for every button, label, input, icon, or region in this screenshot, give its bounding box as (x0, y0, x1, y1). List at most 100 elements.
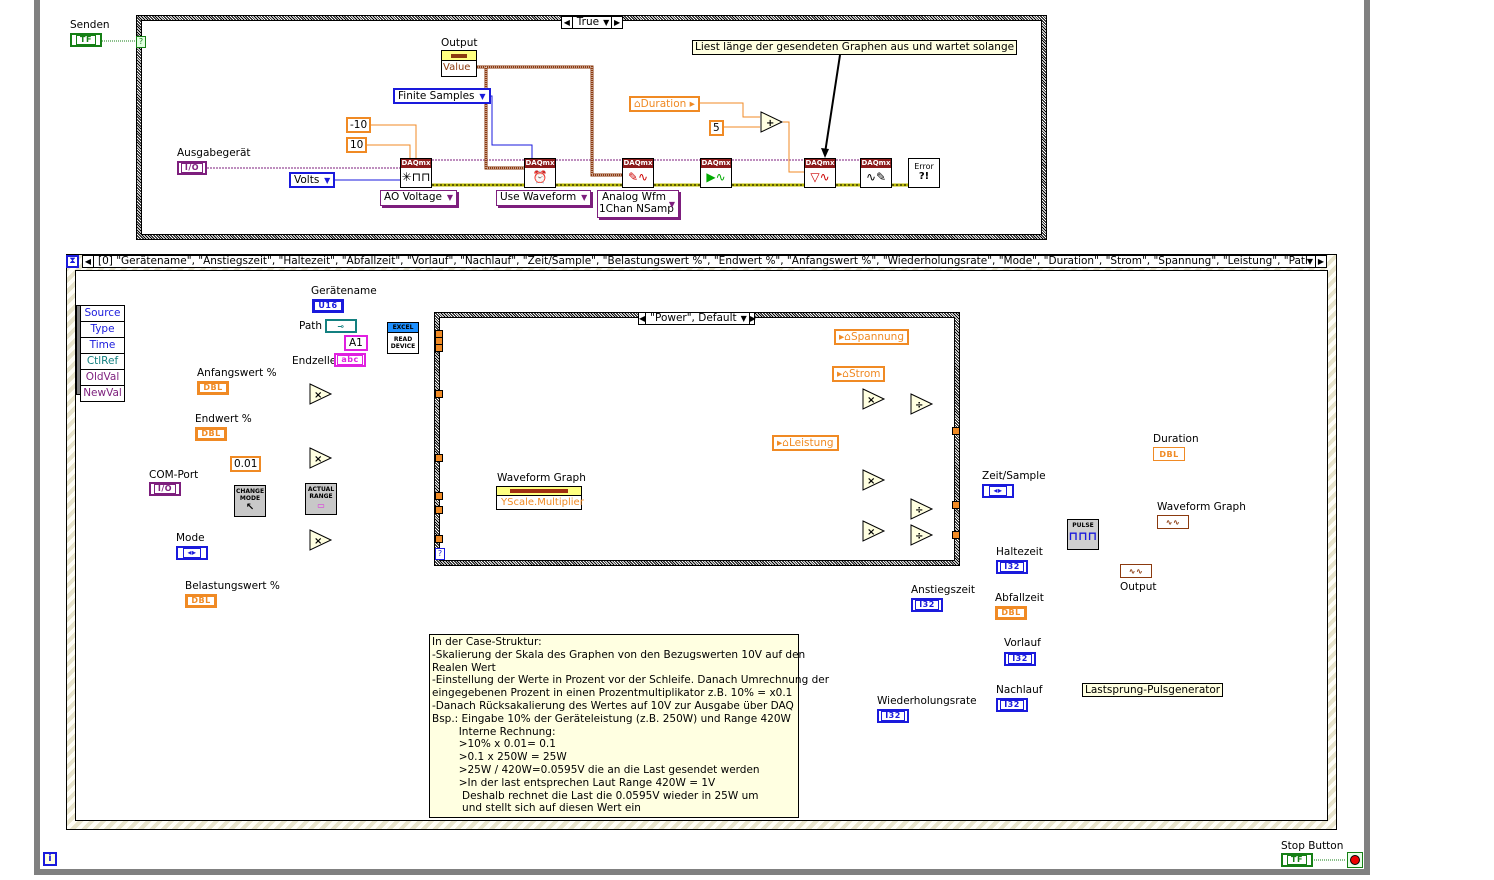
dropdown-icon[interactable]: ▼ (1306, 257, 1313, 266)
event-data-oldval[interactable]: OldVal (81, 370, 124, 386)
com-port-control[interactable]: I/O (149, 482, 181, 496)
ao-voltage-ring[interactable]: AO Voltage▼ (380, 190, 457, 206)
daqmx-header: DAQmx (623, 159, 653, 168)
event-data-node[interactable]: Source Type Time CtlRef OldVal NewVal (80, 305, 125, 402)
min-constant[interactable]: -10 (346, 117, 372, 133)
simple-error-handler[interactable]: Error ?! (908, 158, 940, 188)
top-case-selector[interactable]: ◀ True ▼ ▶ (561, 16, 623, 29)
haltezeit-control[interactable]: I32 (996, 560, 1028, 574)
local-home-icon: ⌂ (634, 98, 641, 110)
pulse-generator-subvi[interactable]: PULSE ⊓⊓⊓ (1067, 519, 1099, 550)
daqmx-start[interactable]: DAQmx▶∿ (700, 158, 732, 188)
actual-range-subvi[interactable]: ACTUAL RANGE▭ (305, 483, 337, 515)
divide-primitive-2[interactable]: ÷ (910, 498, 934, 520)
zeit-sample-control[interactable]: ◂▸ (982, 484, 1014, 498)
analog-wfm-ring[interactable]: Analog Wfm 1Chan NSamp ▼ (597, 190, 679, 218)
timeout-terminal[interactable]: ⧗ (66, 255, 79, 268)
daqmx-wait-until-done[interactable]: DAQmx▽∿ (804, 158, 836, 188)
change-mode-subvi[interactable]: CHANGE MODE↖ (234, 485, 266, 517)
path-control[interactable]: ⊸ (325, 319, 357, 333)
inner-case-selector[interactable]: ◀ "Power", Default ▼ ▶ (638, 312, 756, 325)
multiply-primitive-3[interactable]: × (309, 529, 333, 551)
max-constant[interactable]: 10 (346, 137, 368, 153)
stop-button-control[interactable]: TF (1281, 853, 1313, 867)
event-data-time[interactable]: Time (81, 338, 124, 354)
excel-read-device-subvi[interactable]: EXCEL READ DEVICE (387, 322, 419, 354)
divide-primitive-3[interactable]: ÷ (910, 524, 934, 546)
senden-control[interactable]: TF (70, 33, 102, 47)
case-selector-terminal: ? (136, 36, 146, 48)
svg-text:×: × (867, 527, 875, 538)
daqmx-clear[interactable]: DAQmx ∿✎ (860, 158, 892, 188)
decrement-arrow-icon[interactable]: ◀ (639, 313, 647, 324)
prev-event-arrow-icon[interactable]: ◀ (83, 256, 94, 267)
clear-eraser-icon: ∿✎ (865, 170, 887, 184)
leistung-local[interactable]: ▸⌂Leistung (772, 435, 839, 451)
daqmx-header: DAQmx (861, 159, 891, 168)
add-primitive[interactable]: + (760, 111, 784, 133)
dropdown-icon[interactable]: ▼ (603, 18, 610, 27)
strom-local[interactable]: ▸⌂Strom (832, 366, 886, 382)
multiply-primitive-2[interactable]: × (309, 447, 333, 469)
iteration-label: i (48, 853, 52, 864)
a1-constant[interactable]: A1 (344, 335, 368, 351)
use-waveform-ring[interactable]: Use Waveform▼ (496, 190, 592, 206)
ausgabegeraet-control[interactable]: I/O (177, 161, 207, 175)
change-mode-label: CHANGE MODE (235, 488, 265, 502)
event-data-newval[interactable]: NewVal (83, 387, 122, 399)
excel-body: READ DEVICE (390, 336, 416, 350)
anstiegszeit-control[interactable]: I32 (911, 598, 943, 612)
while-loop-bottom-border (34, 869, 1370, 875)
daqmx-timing[interactable]: DAQmx⏰ (524, 158, 556, 188)
haltezeit-label: Haltezeit (996, 546, 1043, 558)
sample-mode-ring[interactable]: Finite Samples▼ (393, 88, 491, 104)
tunnel (952, 501, 960, 509)
waveform-graph-property-node[interactable]: YScale.Multiplier (496, 486, 584, 510)
enum-icon: ◂▸ (183, 548, 201, 558)
units-ring[interactable]: Volts▼ (289, 172, 336, 188)
wiederholungsrate-control[interactable]: I32 (877, 709, 909, 723)
multiply-primitive-4[interactable]: × (862, 388, 886, 410)
geraetename-control[interactable]: U16 (312, 299, 344, 313)
zeit-sample-label: Zeit/Sample (982, 470, 1046, 482)
event-data-ctlref[interactable]: CtlRef (81, 354, 124, 370)
multiply-primitive-1[interactable]: × (309, 383, 333, 405)
geraetename-type: U16 (314, 301, 342, 311)
endzelle-control[interactable]: abc (334, 353, 366, 367)
daqmx-write[interactable]: DAQmx✎∿ (622, 158, 654, 188)
percent-factor-constant[interactable]: 0.01 (230, 456, 262, 472)
wiederholungsrate-type: I32 (881, 711, 905, 721)
increment-arrow-icon[interactable]: ▶ (611, 17, 622, 28)
tunnel (952, 531, 960, 539)
tunnel (435, 390, 443, 398)
belastungswert-control[interactable]: DBL (185, 594, 217, 608)
leistung-local-label: Leistung (788, 437, 834, 449)
dropdown-icon[interactable]: ▼ (740, 314, 747, 323)
iteration-terminal[interactable]: i (43, 852, 57, 866)
event-selector[interactable]: ◀ [0] "Gerätename", "Anstiegszeit", "Hal… (82, 255, 1327, 268)
multiply-primitive-5[interactable]: × (862, 469, 886, 491)
tunnel (435, 492, 443, 500)
divide-primitive-1[interactable]: ÷ (910, 393, 934, 415)
event-data-type[interactable]: Type (81, 322, 124, 338)
nachlauf-control[interactable]: I32 (996, 698, 1028, 712)
duration-local[interactable]: ⌂Duration ▸ (629, 96, 700, 112)
dropdown-icon: ▼ (324, 176, 331, 185)
next-event-arrow-icon[interactable]: ▶ (1315, 256, 1326, 267)
spannung-local[interactable]: ▸⌂Spannung (834, 329, 910, 345)
anfangswert-control[interactable]: DBL (197, 381, 229, 395)
sample-mode-value: Finite Samples (398, 90, 475, 102)
output-property-node[interactable]: Value (441, 50, 477, 77)
multiply-primitive-6[interactable]: × (862, 520, 886, 542)
vorlauf-control[interactable]: I32 (1004, 652, 1036, 666)
loop-condition-terminal[interactable] (1347, 852, 1363, 868)
mode-control[interactable]: ◂▸ (176, 546, 208, 560)
abfallzeit-control[interactable]: DBL (995, 606, 1027, 620)
five-constant[interactable]: 5 (709, 120, 724, 136)
increment-arrow-icon[interactable]: ▶ (748, 313, 756, 324)
daqmx-create-channel[interactable]: DAQmx✳⊓⊓ (400, 158, 432, 188)
event-data-source[interactable]: Source (81, 306, 124, 322)
endwert-control[interactable]: DBL (195, 427, 227, 441)
decrement-arrow-icon[interactable]: ◀ (562, 17, 573, 28)
while-loop-left-border (34, 0, 40, 873)
